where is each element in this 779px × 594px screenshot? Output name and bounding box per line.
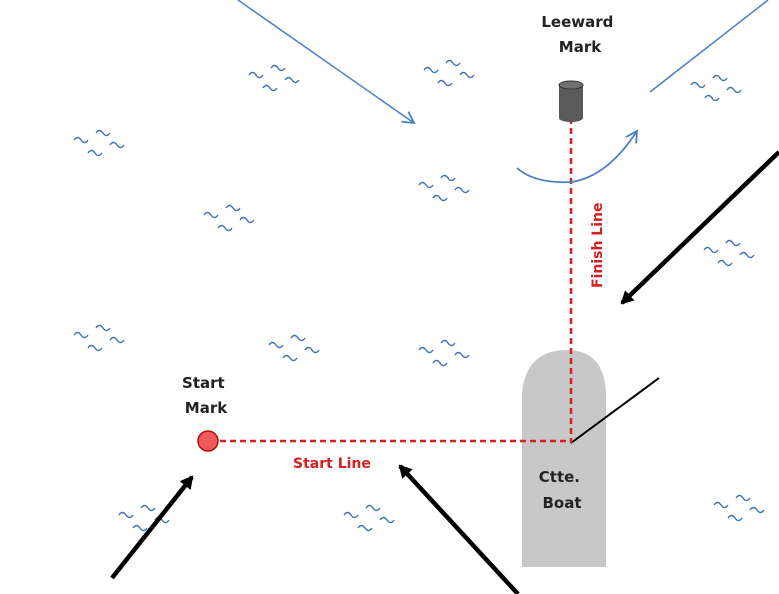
wave-icon bbox=[727, 514, 743, 522]
approach-arrow-finish-line bbox=[620, 150, 779, 305]
wave-icon bbox=[704, 94, 720, 102]
wave-icon bbox=[262, 84, 278, 92]
wave-icon bbox=[690, 81, 706, 89]
committee-boat-label-line2: Boat bbox=[542, 494, 581, 512]
rounding-arrow bbox=[516, 129, 639, 184]
wave-icon bbox=[132, 524, 148, 532]
leeward-mark-label-line1: Leeward bbox=[541, 13, 613, 31]
committee-boat-label-line1: Ctte. bbox=[539, 468, 580, 486]
wave-icon bbox=[445, 59, 461, 67]
finish-line-label: Finish Line bbox=[590, 203, 606, 288]
wave-icon bbox=[717, 259, 733, 267]
wave-icon bbox=[432, 194, 448, 202]
cylinder-buoy-icon bbox=[558, 80, 584, 122]
wave-icon bbox=[217, 224, 233, 232]
start-mark-label-line1: Start bbox=[182, 374, 225, 392]
wave-icon bbox=[739, 251, 755, 259]
wave-icon bbox=[73, 136, 89, 144]
wave-icon bbox=[140, 504, 156, 512]
wind-arrow-right bbox=[649, 0, 769, 93]
wave-icon bbox=[109, 336, 125, 344]
wind-arrow-left bbox=[237, 0, 416, 125]
wave-icon bbox=[459, 71, 475, 79]
approach-arrow-start-mark bbox=[110, 475, 194, 580]
wave-icon bbox=[749, 506, 765, 514]
wave-icon bbox=[282, 354, 298, 362]
wave-icon bbox=[343, 511, 359, 519]
wave-icon bbox=[225, 204, 241, 212]
wave-icon bbox=[73, 331, 89, 339]
wave-clusters bbox=[73, 59, 765, 532]
committee-boat-flag-pole bbox=[570, 377, 660, 444]
wave-icon bbox=[365, 504, 381, 512]
wave-icon bbox=[437, 79, 453, 87]
wave-icon bbox=[440, 174, 456, 182]
wave-icon bbox=[203, 211, 219, 219]
wave-icon bbox=[703, 246, 719, 254]
wave-icon bbox=[357, 524, 373, 532]
wave-icon bbox=[239, 216, 255, 224]
wave-icon bbox=[87, 149, 103, 157]
wave-icon bbox=[423, 66, 439, 74]
leeward-mark-label: Leeward Mark bbox=[541, 13, 618, 56]
start-mark-label: Start Mark bbox=[182, 374, 230, 417]
leeward-mark-label-line2: Mark bbox=[559, 38, 602, 56]
committee-boat-icon bbox=[522, 350, 606, 567]
wave-icon bbox=[268, 341, 284, 349]
wave-icon bbox=[379, 516, 395, 524]
wave-icon bbox=[454, 351, 470, 359]
wave-icon bbox=[304, 346, 320, 354]
wave-icon bbox=[95, 324, 111, 332]
wave-icon bbox=[118, 511, 134, 519]
wave-icon bbox=[735, 494, 751, 502]
approach-arrow-start-line bbox=[398, 464, 520, 594]
start-line-label: Start Line bbox=[293, 456, 371, 472]
start-mark-label-line2: Mark bbox=[185, 399, 228, 417]
wave-icon bbox=[418, 181, 434, 189]
wave-icon bbox=[725, 239, 741, 247]
wave-icon bbox=[95, 129, 111, 137]
wave-icon bbox=[87, 344, 103, 352]
wave-icon bbox=[440, 339, 456, 347]
wave-icon bbox=[454, 186, 470, 194]
round-buoy-icon bbox=[197, 430, 219, 452]
committee-boat-label: Ctte. Boat bbox=[539, 468, 585, 512]
wave-icon bbox=[712, 74, 728, 82]
wave-icon bbox=[726, 86, 742, 94]
wave-icon bbox=[290, 334, 306, 342]
wave-icon bbox=[284, 76, 300, 84]
wave-icon bbox=[248, 71, 264, 79]
wave-icon bbox=[432, 359, 448, 367]
wave-icon bbox=[418, 346, 434, 354]
wave-icon bbox=[109, 141, 125, 149]
wave-icon bbox=[270, 64, 286, 72]
wave-icon bbox=[713, 501, 729, 509]
